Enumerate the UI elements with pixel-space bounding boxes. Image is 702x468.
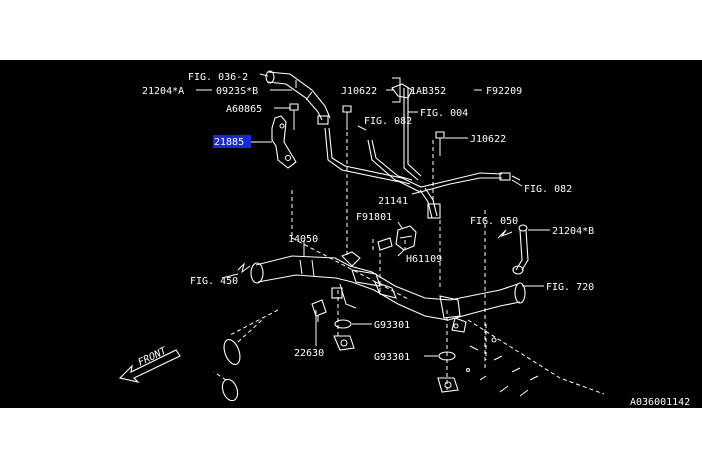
label-fig-082-a[interactable]: FIG. 082 (364, 116, 412, 127)
parts-diagram: FIG. 036-2 21204*A 0923S*B A60865 21885 … (0, 60, 702, 408)
bolts (289, 103, 445, 156)
label-f91801[interactable]: F91801 (356, 212, 392, 223)
label-a60865[interactable]: A60865 (226, 104, 262, 115)
label-21141[interactable]: 21141 (378, 196, 408, 207)
label-fig-004[interactable]: FIG. 004 (420, 108, 468, 119)
upper-hose (265, 70, 331, 125)
gaskets (333, 319, 459, 393)
label-j10622-right[interactable]: J10622 (470, 134, 506, 145)
selected-part-highlight (213, 135, 251, 148)
vacuum-lines (324, 83, 521, 219)
label-fig-720[interactable]: FIG. 720 (546, 282, 594, 293)
diagram-canvas: FIG. 036-2 21204*A 0923S*B A60865 21885 … (118, 70, 690, 408)
label-21204a[interactable]: 21204*A (142, 86, 184, 97)
label-j10622-top[interactable]: J10622 (341, 86, 377, 97)
label-fig-050[interactable]: FIG. 050 (470, 216, 518, 227)
intake-duct (250, 251, 526, 333)
dashed-guides (229, 132, 486, 390)
sensor-22630 (237, 262, 327, 322)
label-22630[interactable]: 22630 (294, 348, 324, 359)
label-21204b[interactable]: 21204*B (552, 226, 594, 237)
engine-block (466, 319, 605, 397)
label-0923sb[interactable]: 0923S*B (216, 86, 258, 97)
lower-left-hose (118, 319, 263, 402)
label-h61109[interactable]: H61109 (406, 254, 442, 265)
right-hose (497, 224, 529, 275)
label-fig-036-2[interactable]: FIG. 036-2 (188, 72, 248, 83)
label-1ab352[interactable]: 1AB352 (410, 86, 446, 97)
front-arrow-icon (118, 349, 181, 383)
bracket-21885 (271, 115, 297, 169)
part-labels: FIG. 036-2 21204*A 0923S*B A60865 21885 … (136, 72, 690, 408)
label-21885[interactable]: 21885 (214, 137, 244, 148)
label-front: FRONT (136, 345, 169, 369)
label-fig-450[interactable]: FIG. 450 (190, 276, 238, 287)
diagram-id: A036001142 (630, 397, 690, 408)
label-g93301-a[interactable]: G93301 (374, 320, 410, 331)
label-14050[interactable]: 14050 (288, 234, 318, 245)
label-f92209[interactable]: F92209 (486, 86, 522, 97)
solenoid-valve (377, 225, 417, 251)
label-g93301-b[interactable]: G93301 (374, 352, 410, 363)
leader-lines (196, 73, 550, 357)
label-fig-082-b[interactable]: FIG. 082 (524, 184, 572, 195)
